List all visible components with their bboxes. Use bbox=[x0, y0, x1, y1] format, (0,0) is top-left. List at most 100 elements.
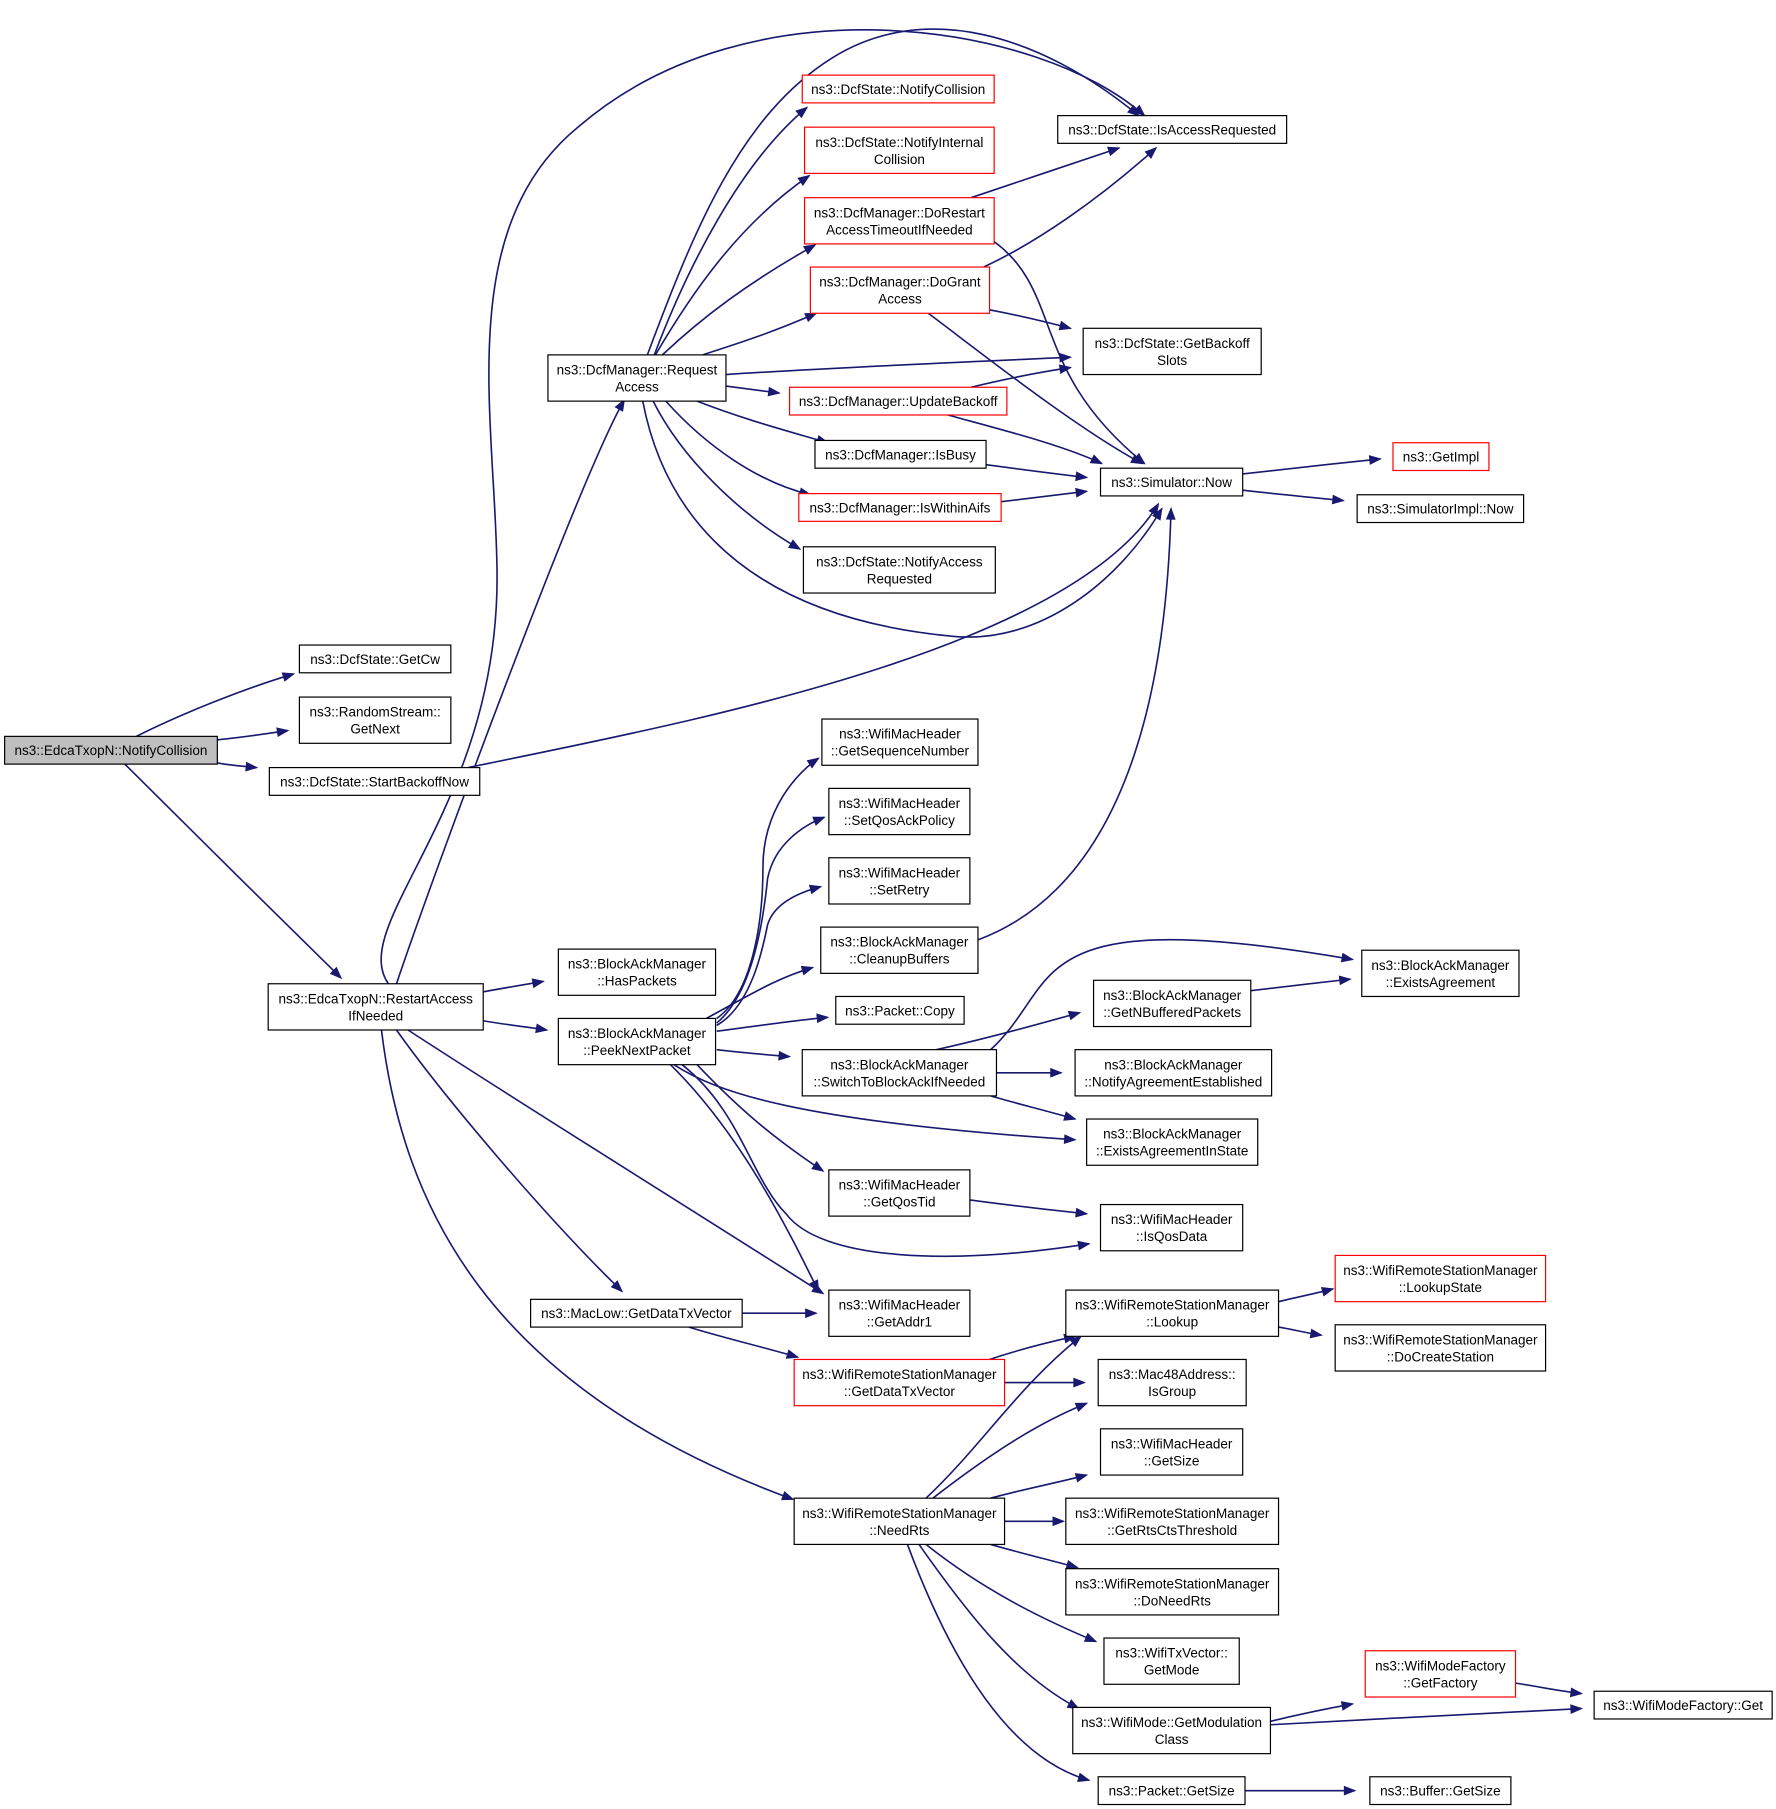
node-n20[interactable]: ns3::BlockAckManager::PeekNextPacket bbox=[557, 1017, 717, 1066]
node-n7[interactable]: ns3::SimulatorImpl::Now bbox=[1356, 494, 1525, 524]
node-box[interactable] bbox=[828, 1169, 971, 1217]
node-n26[interactable]: ns3::BlockAckManager::SwitchToBlockAckIf… bbox=[801, 1049, 998, 1097]
node-box[interactable] bbox=[835, 995, 965, 1025]
node-n33[interactable]: ns3::WifiMacHeader::GetAddr1 bbox=[828, 1289, 971, 1337]
node-box[interactable] bbox=[814, 439, 987, 469]
node-box[interactable] bbox=[1099, 1203, 1244, 1252]
node-box[interactable] bbox=[268, 766, 481, 796]
node-n28[interactable]: ns3::BlockAckManager::ExistsAgreement bbox=[1361, 949, 1520, 998]
node-n42[interactable]: ns3::WifiRemoteStationManager::GetRtsCts… bbox=[1065, 1497, 1280, 1546]
node-box[interactable] bbox=[1361, 949, 1520, 998]
node-box[interactable] bbox=[821, 718, 979, 766]
node-n44[interactable]: ns3::WifiTxVector::GetMode bbox=[1103, 1637, 1240, 1685]
node-box[interactable] bbox=[1065, 1568, 1280, 1616]
node-box[interactable] bbox=[1082, 327, 1262, 376]
node-n0[interactable]: ns3::EdcaTxopN::NotifyCollision bbox=[4, 735, 218, 765]
node-n32[interactable]: ns3::WifiMacHeader::IsQosData bbox=[1099, 1203, 1244, 1252]
node-box[interactable] bbox=[1099, 1428, 1244, 1476]
node-box[interactable] bbox=[802, 546, 996, 594]
node-box[interactable] bbox=[267, 983, 484, 1031]
node-n6[interactable]: ns3::GetImpl bbox=[1392, 442, 1490, 472]
node-box[interactable] bbox=[1092, 979, 1252, 1028]
node-n40[interactable]: ns3::WifiRemoteStationManager::NeedRts bbox=[793, 1497, 1006, 1546]
node-n35[interactable]: ns3::WifiRemoteStationManager::GetDataTx… bbox=[793, 1358, 1006, 1407]
node-n25[interactable]: ns3::Packet::Copy bbox=[835, 995, 965, 1025]
node-n3[interactable]: ns3::DcfState::StartBackoffNow bbox=[268, 766, 481, 796]
node-box[interactable] bbox=[820, 926, 979, 974]
node-box[interactable] bbox=[1074, 1049, 1273, 1097]
node-n13[interactable]: ns3::DcfManager::UpdateBackoff bbox=[788, 386, 1008, 416]
node-box[interactable] bbox=[1099, 467, 1244, 497]
node-box[interactable] bbox=[1369, 1776, 1512, 1806]
node-n22[interactable]: ns3::WifiMacHeader::SetQosAckPolicy bbox=[828, 787, 971, 836]
node-n36[interactable]: ns3::WifiRemoteStationManager::Lookup bbox=[1065, 1289, 1280, 1337]
node-box[interactable] bbox=[1103, 1637, 1240, 1685]
node-box[interactable] bbox=[1356, 494, 1525, 524]
node-n24[interactable]: ns3::BlockAckManager::CleanupBuffers bbox=[820, 926, 979, 974]
node-n21[interactable]: ns3::WifiMacHeader::GetSequenceNumber bbox=[821, 718, 979, 766]
node-box[interactable] bbox=[1097, 1776, 1246, 1806]
node-box[interactable] bbox=[809, 266, 991, 314]
node-n17[interactable]: ns3::DcfState::IsAccessRequested bbox=[1057, 114, 1288, 144]
node-n31[interactable]: ns3::WifiMacHeader::GetQosTid bbox=[828, 1169, 971, 1217]
node-box[interactable] bbox=[530, 1298, 743, 1328]
node-n2[interactable]: ns3::RandomStream::GetNext bbox=[298, 696, 452, 744]
node-box[interactable] bbox=[1086, 1118, 1259, 1166]
node-n49[interactable]: ns3::Buffer::GetSize bbox=[1369, 1776, 1512, 1806]
node-box[interactable] bbox=[1593, 1690, 1773, 1720]
node-box[interactable] bbox=[803, 197, 995, 245]
node-n5[interactable]: ns3::Simulator::Now bbox=[1099, 467, 1244, 497]
node-box[interactable] bbox=[1364, 1650, 1517, 1698]
node-n30[interactable]: ns3::BlockAckManager::ExistsAgreementInS… bbox=[1086, 1118, 1259, 1166]
node-box[interactable] bbox=[1065, 1289, 1280, 1337]
node-box[interactable] bbox=[547, 354, 727, 402]
node-n14[interactable]: ns3::DcfManager::IsBusy bbox=[814, 439, 987, 469]
node-n11[interactable]: ns3::DcfManager::DoRestartAccessTimeoutI… bbox=[803, 197, 995, 245]
node-n37[interactable]: ns3::WifiRemoteStationManager::LookupSta… bbox=[1334, 1254, 1547, 1303]
node-box[interactable] bbox=[1334, 1254, 1547, 1303]
node-box[interactable] bbox=[1057, 114, 1288, 144]
node-box[interactable] bbox=[1334, 1324, 1547, 1372]
node-box[interactable] bbox=[1065, 1497, 1280, 1546]
node-n29[interactable]: ns3::BlockAckManager::NotifyAgreementEst… bbox=[1074, 1049, 1273, 1097]
node-n48[interactable]: ns3::Packet::GetSize bbox=[1097, 1776, 1246, 1806]
node-n46[interactable]: ns3::WifiModeFactory::GetFactory bbox=[1364, 1650, 1517, 1698]
node-n47[interactable]: ns3::WifiModeFactory::Get bbox=[1593, 1690, 1773, 1720]
node-n38[interactable]: ns3::WifiRemoteStationManager::DoCreateS… bbox=[1334, 1324, 1547, 1372]
node-n15[interactable]: ns3::DcfManager::IsWithinAifs bbox=[798, 493, 1002, 522]
node-box[interactable] bbox=[798, 493, 1002, 522]
node-n41[interactable]: ns3::WifiMacHeader::GetSize bbox=[1099, 1428, 1244, 1476]
node-n39[interactable]: ns3::Mac48Address::IsGroup bbox=[1097, 1358, 1247, 1407]
node-box[interactable] bbox=[1392, 442, 1490, 472]
node-box[interactable] bbox=[298, 696, 452, 744]
node-box[interactable] bbox=[828, 857, 971, 905]
node-box[interactable] bbox=[1072, 1706, 1272, 1755]
node-box[interactable] bbox=[803, 126, 995, 175]
root-node-box[interactable] bbox=[4, 735, 218, 765]
node-box[interactable] bbox=[1097, 1358, 1247, 1407]
node-box[interactable] bbox=[557, 1017, 717, 1066]
node-box[interactable] bbox=[557, 948, 717, 996]
node-box[interactable] bbox=[793, 1358, 1006, 1407]
node-n23[interactable]: ns3::WifiMacHeader::SetRetry bbox=[828, 857, 971, 905]
node-n9[interactable]: ns3::DcfState::NotifyCollision bbox=[801, 74, 995, 104]
node-box[interactable] bbox=[801, 1049, 998, 1097]
node-box[interactable] bbox=[828, 787, 971, 836]
node-n19[interactable]: ns3::BlockAckManager::HasPackets bbox=[557, 948, 717, 996]
node-box[interactable] bbox=[793, 1497, 1006, 1546]
node-box[interactable] bbox=[298, 644, 452, 674]
node-n43[interactable]: ns3::WifiRemoteStationManager::DoNeedRts bbox=[1065, 1568, 1280, 1616]
node-n27[interactable]: ns3::BlockAckManager::GetNBufferedPacket… bbox=[1092, 979, 1252, 1028]
node-n1[interactable]: ns3::DcfState::GetCw bbox=[298, 644, 452, 674]
node-box[interactable] bbox=[801, 74, 995, 104]
node-box[interactable] bbox=[828, 1289, 971, 1337]
node-n34[interactable]: ns3::MacLow::GetDataTxVector bbox=[530, 1298, 743, 1328]
node-box[interactable] bbox=[788, 386, 1008, 416]
